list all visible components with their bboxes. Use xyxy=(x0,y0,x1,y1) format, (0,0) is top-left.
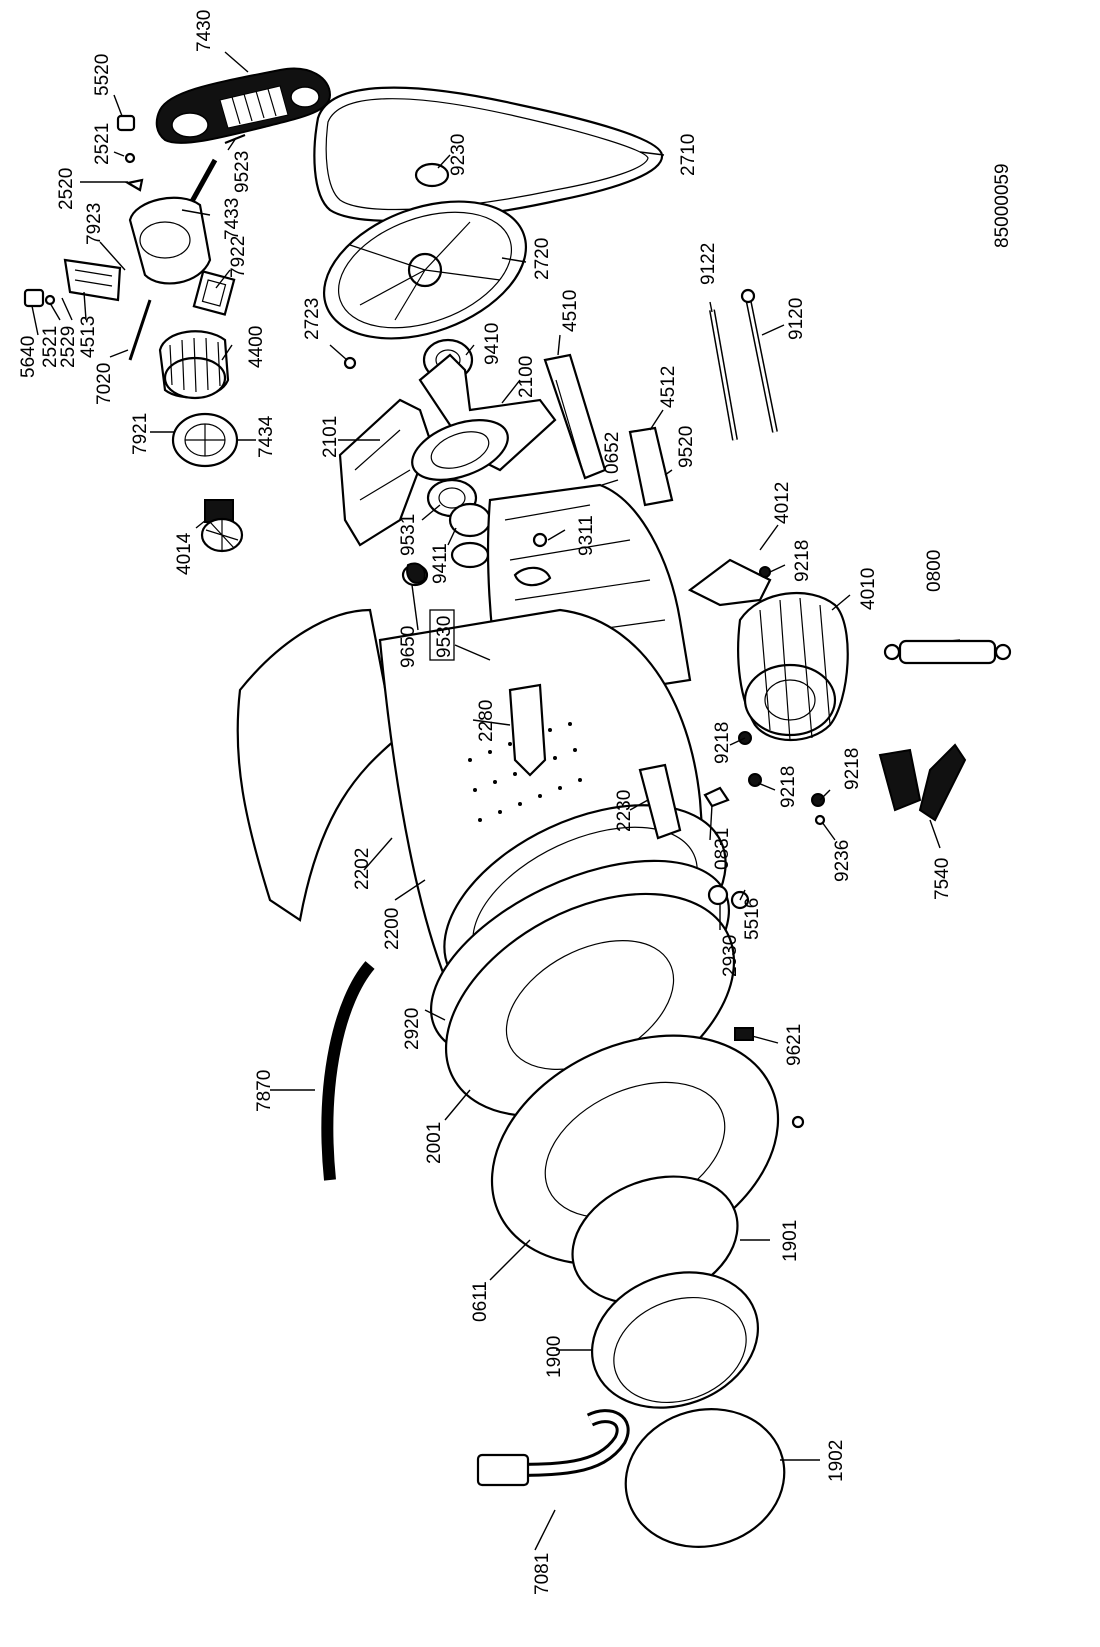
callout-1901: 1901 xyxy=(780,1220,801,1262)
motor-cover xyxy=(155,67,332,144)
callout-5640: 5640 xyxy=(18,336,39,378)
callout-7433: 7433 xyxy=(222,198,243,240)
callout-7430: 7430 xyxy=(194,10,215,52)
blower-fan xyxy=(200,499,244,553)
drive-belt xyxy=(313,86,664,222)
callout-9218: 9218 xyxy=(792,540,813,582)
callout-2202: 2202 xyxy=(352,848,373,890)
callout-7020: 7020 xyxy=(94,363,115,405)
callout-9218-b: 9218 xyxy=(712,722,733,764)
callout-7870: 7870 xyxy=(254,1070,275,1112)
callout-1902: 1902 xyxy=(826,1440,847,1482)
parts-artwork xyxy=(23,67,1012,1548)
door-ring xyxy=(590,1271,760,1409)
drawing-number: 85000059 xyxy=(992,163,1013,248)
callout-0652: 0652 xyxy=(602,432,623,474)
callout-7434: 7434 xyxy=(256,415,277,458)
callout-5516: 5516 xyxy=(742,898,763,940)
callout-9621: 9621 xyxy=(784,1024,805,1066)
callout-4014: 4014 xyxy=(174,532,195,575)
callout-9523: 9523 xyxy=(232,151,253,193)
callout-9520: 9520 xyxy=(676,426,697,468)
callout-9531: 9531 xyxy=(398,514,419,556)
callout-9218-d: 9218 xyxy=(842,748,863,790)
callout-4010: 4010 xyxy=(858,568,879,610)
callout-9218-c: 9218 xyxy=(778,766,799,808)
callout-7922: 7922 xyxy=(228,236,249,278)
callout-0800: 0800 xyxy=(924,550,945,592)
callout-1900: 1900 xyxy=(544,1336,565,1378)
leader-lines xyxy=(31,51,961,1551)
callout-7923: 7923 xyxy=(84,203,105,245)
callout-2001: 2001 xyxy=(424,1122,445,1164)
callout-2521: 2521 xyxy=(92,123,113,165)
callout-9411: 9411 xyxy=(430,543,451,584)
callout-2920: 2920 xyxy=(402,1008,423,1050)
callout-0831: 0831 xyxy=(712,828,733,870)
callout-0611: 0611 xyxy=(470,1281,491,1322)
callout-2521-b: 2521 xyxy=(40,326,61,368)
drive-motor xyxy=(737,591,849,742)
callout-9120: 9120 xyxy=(786,298,807,340)
pump-motor xyxy=(158,330,230,400)
callout-9230: 9230 xyxy=(448,134,469,176)
callout-9530-boxed: 9530 xyxy=(429,609,455,661)
callout-9236: 9236 xyxy=(832,840,853,882)
callout-4512: 4512 xyxy=(658,366,679,408)
callout-7921: 7921 xyxy=(130,413,151,455)
callout-2723: 2723 xyxy=(302,298,323,340)
callout-9650: 9650 xyxy=(398,626,419,668)
callout-9311: 9311 xyxy=(576,515,597,556)
callout-2720: 2720 xyxy=(532,238,553,280)
callout-4400: 4400 xyxy=(246,326,267,368)
callout-4513: 4513 xyxy=(78,316,99,358)
callout-2230: 2230 xyxy=(614,790,635,832)
callout-5520: 5520 xyxy=(92,54,113,96)
callout-7540: 7540 xyxy=(932,858,953,900)
pump-housing xyxy=(128,196,212,285)
callout-2200: 2200 xyxy=(382,908,403,950)
shock-absorber xyxy=(883,639,1012,665)
callout-2710: 2710 xyxy=(678,134,699,176)
callout-7081: 7081 xyxy=(532,1553,553,1595)
callout-9410: 9410 xyxy=(482,323,503,365)
callout-9122: 9122 xyxy=(698,243,719,285)
callout-2280: 2280 xyxy=(476,700,497,742)
callout-labels: 85000059 7430 5520 2521 9523 2520 7923 7… xyxy=(18,10,1013,1595)
callout-9530: 9530 xyxy=(434,616,455,658)
callout-2100: 2100 xyxy=(516,356,537,398)
callout-2101: 2101 xyxy=(320,416,341,458)
callout-2529: 2529 xyxy=(58,326,79,368)
drum-pulley xyxy=(322,200,528,340)
callout-2520: 2520 xyxy=(56,168,77,210)
callout-4510: 4510 xyxy=(560,290,581,332)
callout-2930: 2930 xyxy=(720,935,741,977)
callout-4012: 4012 xyxy=(772,482,793,524)
